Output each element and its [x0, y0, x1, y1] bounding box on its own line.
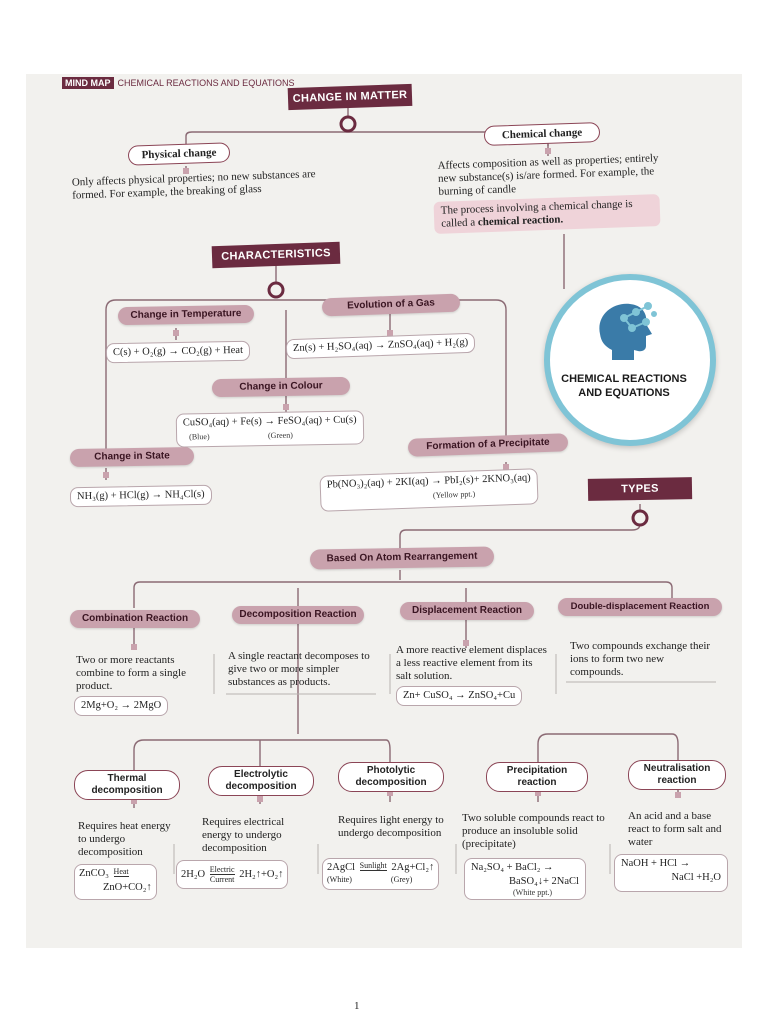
displacement-description: A more reactive element displaces a less… — [396, 644, 547, 682]
thermal-description: Requires heat energy to undergo decompos… — [78, 820, 171, 858]
chemical-reaction-term: chemical reaction. — [477, 213, 564, 229]
colour-equation-box: CuSO₄(aq) + Fe(s) → FeSO₄(aq) + Cu(s) (B… — [175, 410, 365, 448]
photolytic-condition: Sunlight — [359, 861, 387, 871]
chemical-change-description: Affects composition as well as propertie… — [437, 152, 659, 198]
thermal-equation: ZnCO₃ Heat ZnO+CO₂↑ — [74, 864, 157, 900]
change-in-temperature-pill: Change in Temperature — [117, 304, 255, 326]
precipitation-equation-line2: BaSO₄↓+ 2NaCl — [509, 876, 579, 887]
neutralisation-equation-line1: NaOH + HCl → — [621, 858, 691, 869]
neutralisation-description: An acid and a base react to form salt an… — [628, 810, 722, 848]
thermal-reactant: ZnCO₃ — [79, 868, 109, 879]
photolytic-notes: (White) (Grey) — [327, 875, 434, 884]
precipitate-equation-box: Pb(NO₃)₂(aq) + 2KI(aq) → PbI₂(s)+ 2KNO₃(… — [319, 468, 539, 512]
colour-note-green: (Green) — [267, 430, 293, 441]
decomposition-reaction-pill: Decomposition Reaction — [232, 606, 364, 624]
electrolytic-condition-top: Electric — [209, 865, 235, 875]
displacement-equation: Zn+ CuSO₄ → ZnSO₄+Cu — [396, 686, 523, 706]
electrolytic-condition: Electric Current — [209, 865, 235, 884]
header-title: CHEMICAL REACTIONS AND EQUATIONS — [117, 78, 295, 88]
displacement-reaction-pill: Displacement Reaction — [400, 602, 534, 620]
logo-title: CHEMICAL REACTIONS AND EQUATIONS — [561, 373, 687, 399]
connector-lines — [103, 104, 716, 874]
photolytic-decomposition-pill: Photolytic decomposition — [338, 762, 444, 792]
temperature-equation: C(s) + O₂(g) → CO₂(g) + Heat — [105, 340, 251, 364]
types-box: TYPES — [587, 477, 693, 501]
double-displacement-description: Two compounds exchange their ions to for… — [570, 640, 711, 678]
thermal-decomposition-pill: Thermal decomposition — [74, 770, 180, 800]
photolytic-reactant: 2AgCl — [327, 862, 356, 873]
photolytic-note-white: (White) — [327, 875, 352, 884]
neutralisation-reaction-pill: Neutralisation reaction — [628, 760, 726, 790]
mind-map-badge: MIND MAP — [62, 77, 114, 89]
colour-note-blue: (Blue) — [189, 432, 210, 442]
decomposition-description: A single reactant decomposes to give two… — [228, 650, 370, 688]
brain-network-icon — [599, 302, 657, 360]
change-in-colour-pill: Change in Colour — [211, 376, 351, 398]
photolytic-products: 2Ag+Cl₂↑ — [391, 862, 435, 873]
double-displacement-pill: Double-displacement Reaction — [558, 598, 722, 616]
precipitation-equation: Na₂SO₄ + BaCl₂ → BaSO₄↓+ 2NaCl (White pp… — [464, 858, 586, 900]
topic-logo: CHEMICAL REACTIONS AND EQUATIONS — [544, 274, 716, 446]
change-in-matter-box: CHANGE IN MATTER — [287, 83, 413, 111]
precipitation-equation-line1: Na₂SO₄ + BaCl₂ → — [471, 862, 554, 873]
photolytic-description: Requires light energy to undergo decompo… — [338, 814, 444, 839]
page-number: 1 — [354, 1000, 360, 1012]
combination-reaction-pill: Combination Reaction — [70, 610, 200, 628]
electrolytic-decomposition-pill: Electrolytic decomposition — [208, 766, 314, 796]
photolytic-note-grey: (Grey) — [390, 875, 413, 884]
physical-change-pill: Physical change — [127, 142, 231, 166]
neutralisation-equation-line2: NaCl +H₂O — [671, 872, 721, 883]
electrolytic-equation: 2H₂O Electric Current 2H₂↑+O₂↑ — [176, 860, 289, 889]
characteristics-box: CHARACTERISTICS — [211, 241, 341, 269]
electrolytic-condition-bottom: Current — [209, 875, 235, 884]
colour-notes: (Blue) (Green) — [183, 427, 357, 444]
electrolytic-products: 2H₂↑+O₂↑ — [239, 868, 284, 880]
thermal-condition: Heat — [113, 867, 129, 877]
combination-description: Two or more reactants combine to form a … — [76, 654, 186, 692]
chemical-change-pill: Chemical change — [483, 121, 601, 147]
photolytic-equation: 2AgCl Sunlight 2Ag+Cl₂↑ (White) (Grey) — [322, 858, 440, 890]
atom-rearrangement-pill: Based On Atom Rearrangement — [309, 546, 495, 570]
change-in-state-pill: Change in State — [69, 446, 195, 468]
precipitation-description: Two soluble compounds react to produce a… — [462, 812, 605, 850]
electrolytic-reactant: 2H₂O — [181, 868, 206, 880]
neutralisation-equation: NaOH + HCl → NaCl +H₂O — [614, 854, 728, 892]
combination-equation: 2Mg+O₂ → 2MgO — [74, 696, 169, 716]
precipitation-reaction-pill: Precipitation reaction — [486, 762, 588, 792]
header-bar: MIND MAP CHEMICAL REACTIONS AND EQUATION… — [62, 76, 302, 90]
mind-map-page: MIND MAP CHEMICAL REACTIONS AND EQUATION… — [26, 74, 742, 948]
state-equation: NH₃(g) + HCl(g) → NH₄Cl(s) — [69, 484, 212, 508]
thermal-products: ZnO+CO₂↑ — [103, 882, 152, 893]
electrolytic-description: Requires electrical energy to undergo de… — [202, 816, 285, 854]
precipitation-note: (White ppt.) — [513, 888, 553, 897]
